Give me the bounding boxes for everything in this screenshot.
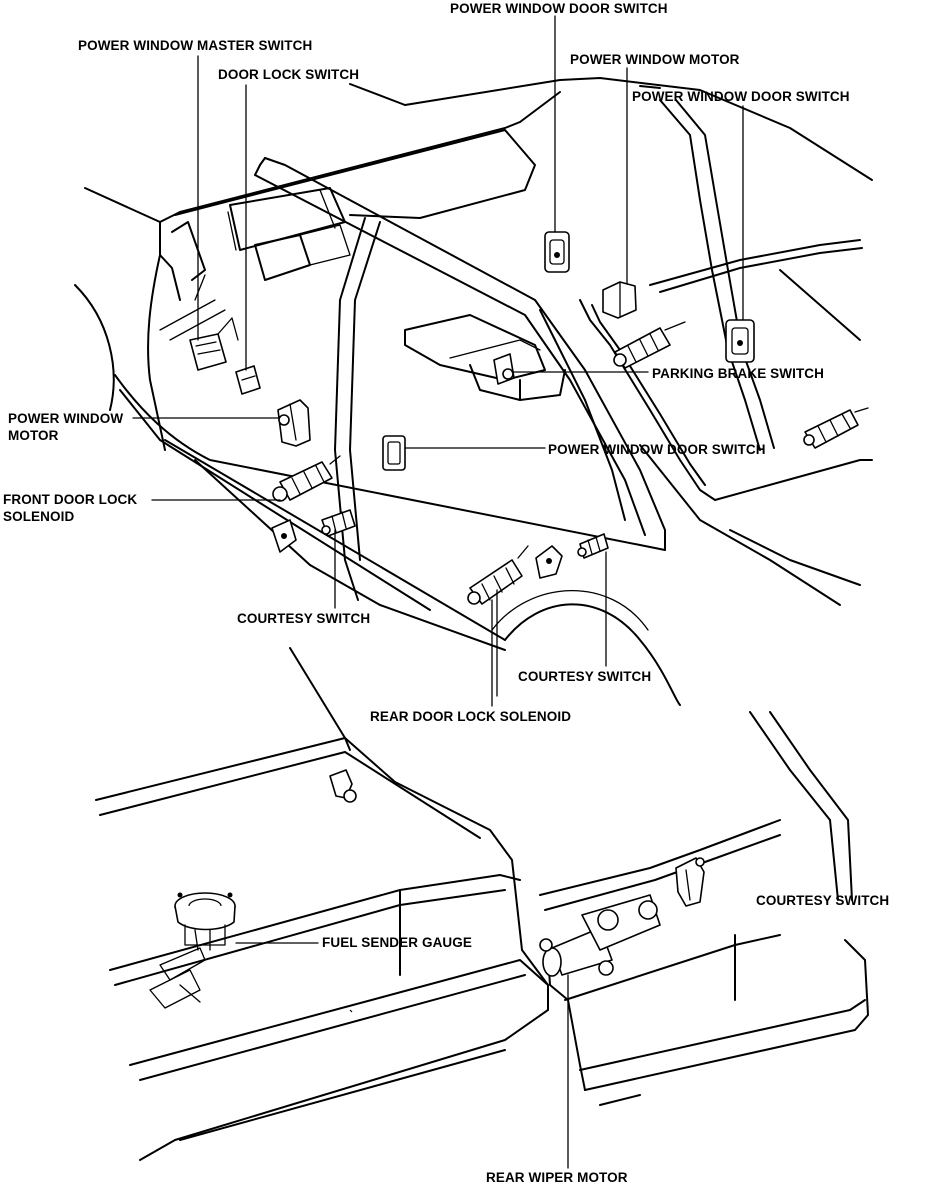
component-door-lock-solenoid-rear-right — [613, 321, 686, 369]
label-power-window-motor-left-line2: MOTOR — [8, 428, 59, 443]
component-parking-brake-switch — [493, 353, 515, 385]
label-courtesy-switch-rear: COURTESY SWITCH — [518, 669, 652, 684]
component-power-window-door-switch-rear-left — [544, 231, 570, 273]
label-power-window-motor-top: POWER WINDOW MOTOR — [570, 52, 740, 67]
label-courtesy-switch-tailgate: COURTESY SWITCH — [756, 893, 890, 908]
component-courtesy-switch-right — [803, 407, 869, 449]
label-fuel-sender-gauge: FUEL SENDER GAUGE — [322, 935, 472, 950]
component-rear-wiper-motor — [539, 894, 661, 977]
component-courtesy-switch-front — [321, 509, 356, 537]
component-door-lock-switch — [235, 365, 261, 395]
component-power-window-master-switch — [189, 317, 239, 371]
component-power-window-door-switch-mid — [382, 435, 406, 471]
component-power-window-door-switch-right — [725, 319, 755, 363]
leader-lines — [132, 15, 744, 1169]
label-front-door-lock-solenoid-line2: SOLENOID — [3, 509, 75, 524]
component-rear-door-lock-solenoid — [467, 545, 563, 605]
component-front-door-lock-solenoid — [271, 455, 341, 553]
component-fuel-sender-gauge — [149, 892, 236, 1009]
label-rear-wiper-motor: REAR WIPER MOTOR — [486, 1170, 628, 1184]
label-front-door-lock-solenoid-line1: FRONT DOOR LOCK — [3, 492, 138, 507]
component-courtesy-switch-rear — [577, 533, 609, 559]
label-courtesy-switch-front: COURTESY SWITCH — [237, 611, 371, 626]
label-parking-brake-switch: PARKING BRAKE SWITCH — [652, 366, 824, 381]
upper-vehicle-outline — [74, 77, 873, 706]
label-power-window-master-switch: POWER WINDOW MASTER SWITCH — [78, 38, 313, 53]
label-door-lock-switch: DOOR LOCK SWITCH — [218, 67, 360, 82]
component-tailgate-lock — [675, 857, 705, 907]
lower-left-body-outline — [95, 647, 549, 1161]
component-rear-quarter-courtesy-switch — [329, 769, 357, 803]
label-power-window-door-switch-mid: POWER WINDOW DOOR SWITCH — [548, 442, 766, 457]
label-rear-door-lock-solenoid: REAR DOOR LOCK SOLENOID — [370, 709, 572, 724]
component-power-window-motor-rear — [602, 281, 637, 319]
label-power-window-door-switch-right: POWER WINDOW DOOR SWITCH — [632, 89, 850, 104]
component-power-window-motor-front — [277, 399, 311, 447]
label-power-window-motor-left-line1: POWER WINDOW — [8, 411, 124, 426]
label-power-window-door-switch-top: POWER WINDOW DOOR SWITCH — [450, 1, 668, 16]
